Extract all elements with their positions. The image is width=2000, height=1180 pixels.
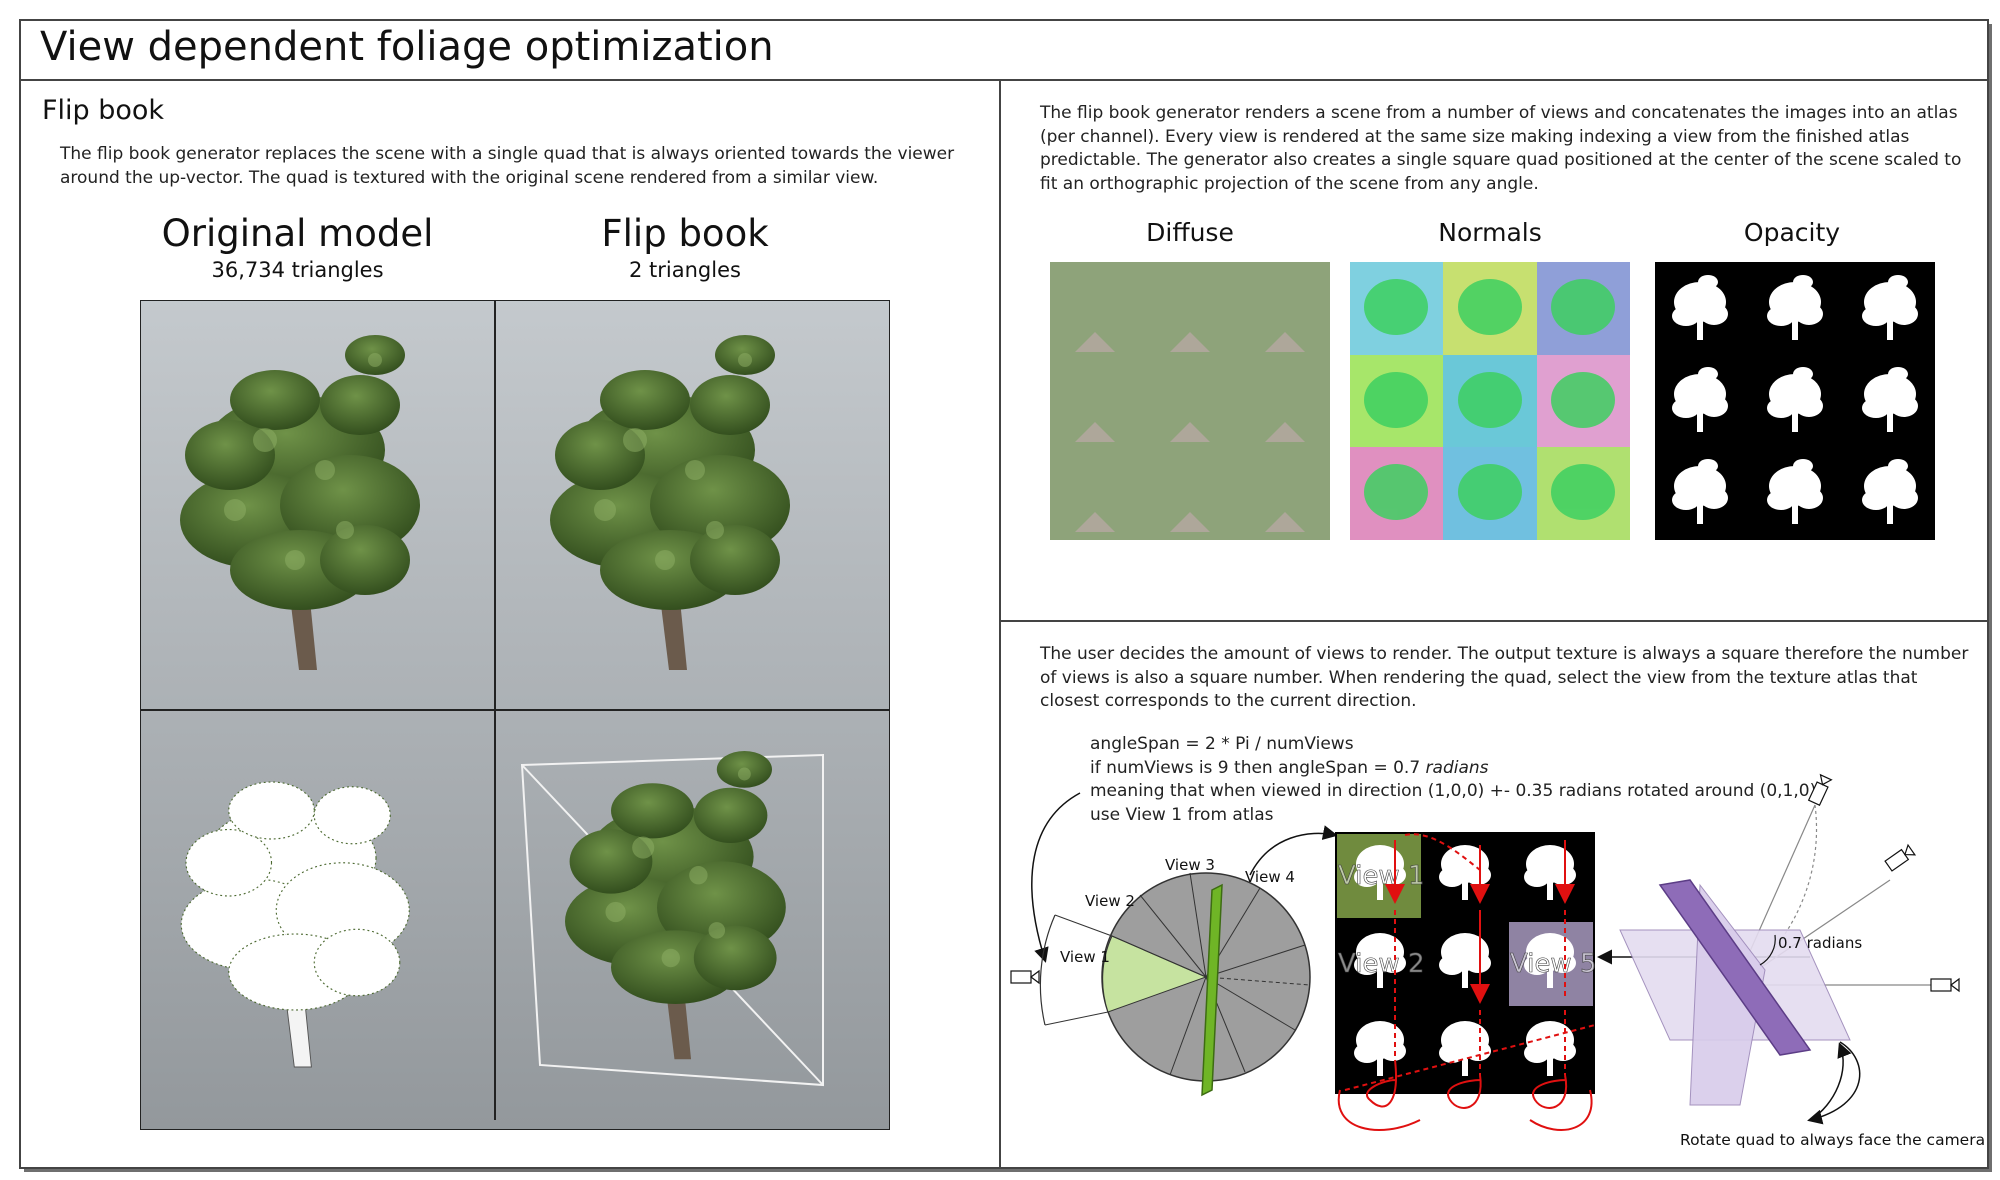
channel-label-opacity: Opacity <box>1743 218 1841 247</box>
formula-line-4: use View 1 from atlas <box>1090 805 1274 825</box>
view-label-2: View 2 <box>1085 892 1135 910</box>
view-atlas-grid <box>1335 832 1595 1094</box>
rotate-caption: Rotate quad to always face the camera <box>1680 1131 1985 1149</box>
column-subtitle-flipbook: 2 triangles <box>629 258 741 282</box>
opacity-atlas <box>1655 262 1935 540</box>
diffuse-atlas <box>1050 262 1330 540</box>
atlas-label-view-1: View 1 <box>1338 861 1425 891</box>
view-label-3: View 3 <box>1165 856 1215 874</box>
render-grid <box>140 300 890 1130</box>
atlas-description: The flip book generator renders a scene … <box>1040 103 1962 194</box>
column-title-flipbook: Flip book <box>601 212 769 255</box>
section-heading: Flip book <box>42 95 165 126</box>
angle-label: 0.7 radians <box>1778 934 1862 952</box>
normals-atlas <box>1350 262 1630 540</box>
view-circle <box>1039 872 1311 1097</box>
page-title: View dependent foliage optimization <box>40 24 774 70</box>
view-label-1: View 1 <box>1060 948 1110 966</box>
camera-icon <box>1010 970 1040 984</box>
atlas-label-view-5: View 5 <box>1510 949 1597 979</box>
channel-label-normals: Normals <box>1438 218 1542 247</box>
views-description: The user decides the amount of views to … <box>1040 644 1969 711</box>
formula-line-3: meaning that when viewed in direction (1… <box>1090 781 1817 801</box>
atlas-scan-arrows <box>1344 833 1596 1109</box>
formula-line-1: angleSpan = 2 * Pi / numViews <box>1090 734 1354 754</box>
view-label-4: View 4 <box>1245 868 1295 886</box>
column-subtitle-original: 36,734 triangles <box>211 258 384 282</box>
quad-rotation-diagram <box>1619 774 1960 1125</box>
column-title-original: Original model <box>161 212 434 255</box>
view-diagram: View 1 View 2 View 3 View 4 View 1 View … <box>1010 774 1985 1149</box>
section-description: The flip book generator replaces the sce… <box>60 144 955 188</box>
atlas-channels <box>1050 262 1935 540</box>
formula-line-2: if numViews is 9 then angleSpan = 0.7 ra… <box>1090 758 1489 778</box>
atlas-label-view-2: View 2 <box>1338 949 1425 979</box>
channel-label-diffuse: Diffuse <box>1146 218 1234 247</box>
